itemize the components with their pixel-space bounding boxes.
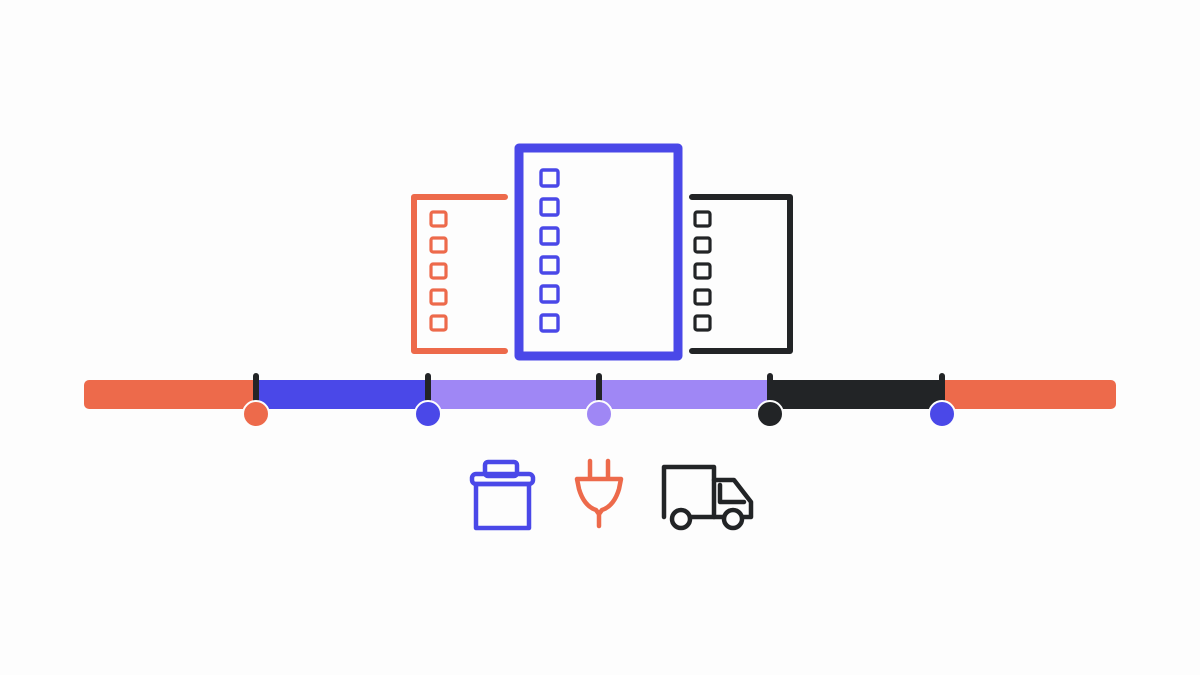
milestone-dot bbox=[928, 400, 956, 428]
documents-group bbox=[411, 143, 793, 361]
checkbox bbox=[539, 313, 560, 333]
power-plug-icon bbox=[574, 458, 624, 529]
checkbox bbox=[539, 197, 560, 217]
milestone-dot bbox=[756, 400, 784, 428]
checkbox bbox=[429, 236, 448, 254]
trash-bin-icon bbox=[469, 459, 536, 531]
timeline-segment-orange-left bbox=[84, 380, 264, 409]
timeline-milestones bbox=[242, 400, 956, 428]
blue-document-checkboxes bbox=[539, 168, 560, 333]
delivery-truck-icon bbox=[661, 464, 754, 531]
checkbox bbox=[539, 168, 560, 188]
orange-document-checkboxes bbox=[429, 210, 448, 332]
black-document bbox=[689, 194, 793, 354]
checkbox bbox=[539, 226, 560, 246]
timeline-segment-blue bbox=[256, 380, 432, 409]
checkbox bbox=[693, 236, 712, 254]
checkbox bbox=[693, 314, 712, 332]
checkbox bbox=[429, 314, 448, 332]
milestone-dot bbox=[414, 400, 442, 428]
blue-document bbox=[514, 143, 683, 361]
checkbox bbox=[693, 288, 712, 306]
checkbox bbox=[693, 210, 712, 228]
blue-document-outline bbox=[514, 143, 683, 361]
orange-document-outline bbox=[411, 194, 508, 354]
checkbox bbox=[693, 262, 712, 280]
checkbox bbox=[429, 210, 448, 228]
timeline-segment-black bbox=[768, 380, 946, 409]
orange-document bbox=[411, 194, 508, 354]
icons-row bbox=[469, 458, 754, 531]
milestone-dot bbox=[242, 400, 270, 428]
timeline-segment-orange-right bbox=[940, 380, 1116, 409]
black-document-checkboxes bbox=[693, 210, 712, 332]
milestone-dot bbox=[585, 400, 613, 428]
black-document-outline bbox=[689, 194, 793, 354]
checkbox bbox=[539, 284, 560, 304]
checkbox bbox=[539, 255, 560, 275]
timeline bbox=[84, 373, 1116, 428]
checkbox bbox=[429, 262, 448, 280]
checkbox bbox=[429, 288, 448, 306]
